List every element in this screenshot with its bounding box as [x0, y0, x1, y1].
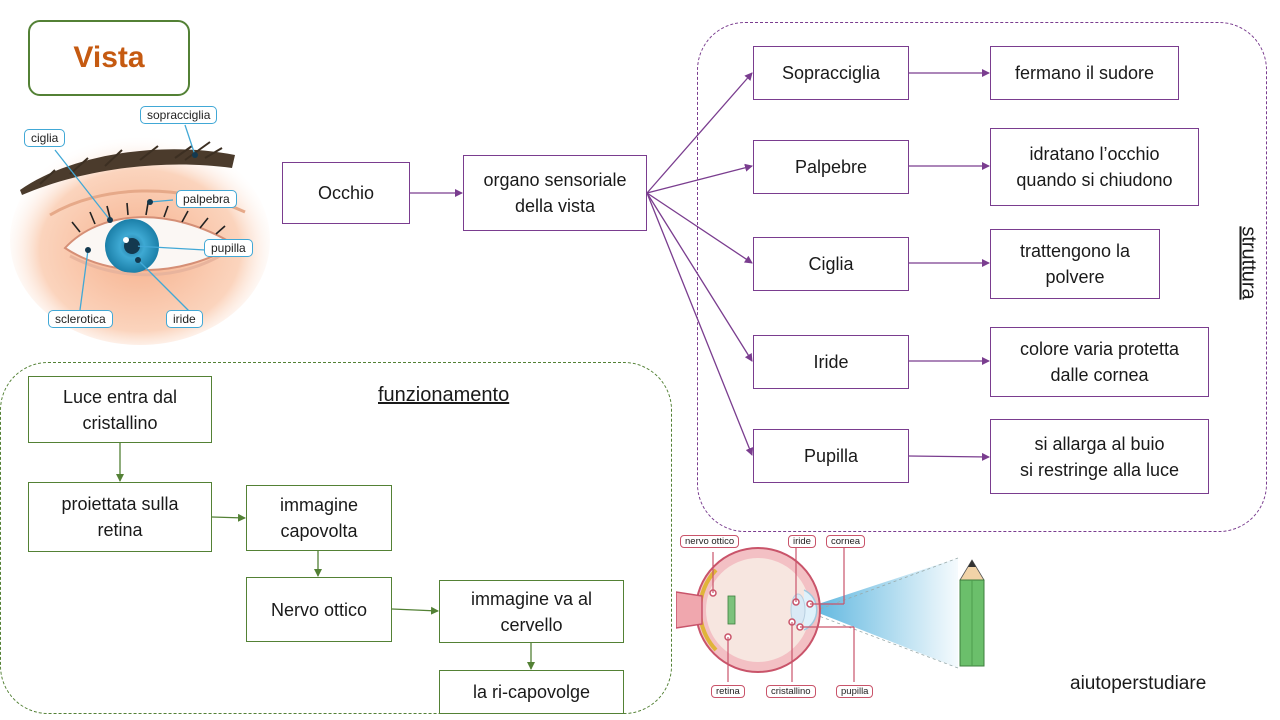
eye-label-sclerotica: sclerotica — [48, 310, 113, 328]
anatomy-label-pupilla: pupilla — [836, 685, 874, 698]
part-box-palpebre: Palpebre — [753, 140, 909, 194]
part-box-pupilla: Pupilla — [753, 429, 909, 483]
eye-illustration — [10, 124, 270, 345]
eye-label-sopracciglia: sopracciglia — [140, 106, 218, 124]
step-box-2: proiettata sulla retina — [28, 482, 212, 552]
struttura-region — [697, 22, 1267, 532]
step-box-4: Nervo ottico — [246, 577, 392, 642]
step-box-3: immagine capovolta — [246, 485, 392, 551]
eye-label-palpebra: palpebra — [176, 190, 237, 208]
anatomy-label-retina: retina — [711, 685, 745, 698]
part-box-sopracciglia: Sopracciglia — [753, 46, 909, 100]
function-box-ciglia: trattengono la polvere — [990, 229, 1160, 299]
funzionamento-label: funzionamento — [378, 384, 510, 406]
page-title: Vista — [28, 20, 190, 96]
step-box-5: immagine va al cervello — [439, 580, 624, 643]
step-box-6: la ri-capovolge — [439, 670, 624, 714]
organo-box: organo sensoriale della vista — [463, 155, 647, 231]
step-box-1: Luce entra dal cristallino — [28, 376, 212, 443]
eye-label-iride: iride — [166, 310, 203, 328]
anatomy-label-cristallino: cristallino — [766, 685, 816, 698]
part-box-iride: Iride — [753, 335, 909, 389]
anatomy-label-cornea: cornea — [826, 535, 866, 548]
anatomy-label-iride: iride — [788, 535, 816, 548]
eye-label-ciglia: ciglia — [24, 129, 66, 147]
funzionamento-region — [0, 362, 672, 714]
occhio-box: Occhio — [282, 162, 410, 224]
eye-label-pupilla: pupilla — [204, 239, 253, 257]
function-box-sopracciglia: fermano il sudore — [990, 46, 1179, 100]
function-box-pupilla: si allarga al buio si restringe alla luc… — [990, 419, 1209, 494]
part-box-ciglia: Ciglia — [753, 237, 909, 291]
anatomy-label-nervo-ottico: nervo ottico — [680, 535, 740, 548]
function-box-palpebre: idratano l’occhio quando si chiudono — [990, 128, 1199, 206]
eye-anatomy-illustration — [676, 547, 985, 682]
function-box-iride: colore varia protetta dalle cornea — [990, 327, 1209, 397]
credit-text: aiutoperstudiare — [1070, 673, 1207, 694]
